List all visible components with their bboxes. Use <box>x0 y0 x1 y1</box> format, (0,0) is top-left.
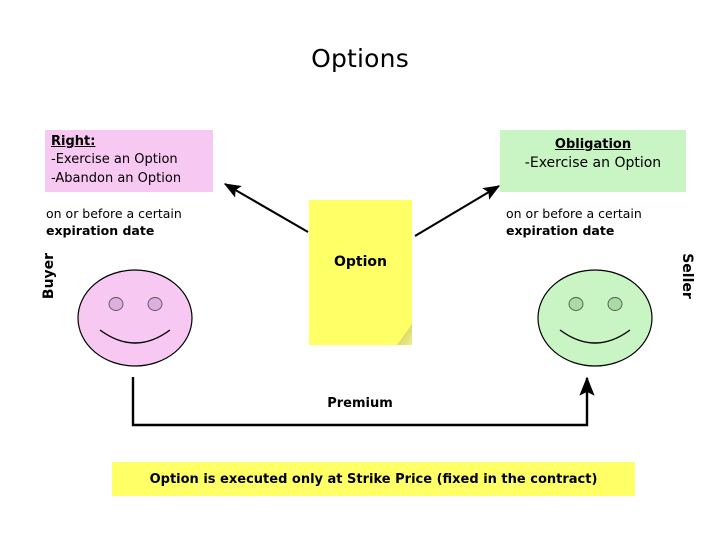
buyer-label: Buyer <box>41 252 57 300</box>
obligation-box-item-0: -Exercise an Option <box>524 155 662 171</box>
obligation-box: Obligation -Exercise an Option <box>500 130 686 192</box>
right-box-caption-line2: expiration date <box>46 223 155 238</box>
footer-note-bar: Option is executed only at Strike Price … <box>112 462 635 496</box>
option-document-label: Option <box>334 254 387 270</box>
footer-note-text: Option is executed only at Strike Price … <box>149 471 598 487</box>
obligation-box-header: Obligation <box>554 137 632 152</box>
obligation-box-caption: on or before a certain expiration date <box>506 205 696 239</box>
seller-label: Seller <box>679 253 695 299</box>
right-box-caption: on or before a certain expiration date <box>46 205 236 239</box>
smiley-face-icon-buyer <box>77 269 193 367</box>
option-document-page <box>309 200 412 345</box>
right-box-header: Right: <box>51 134 96 149</box>
right-box-item-0: -Exercise an Option <box>51 152 178 167</box>
right-box: Right: -Exercise an Option -Abandon an O… <box>45 130 213 192</box>
option-document-shape <box>309 200 412 345</box>
page-title: Options <box>311 44 409 73</box>
premium-label: Premium <box>327 396 393 411</box>
right-box-item-1: -Abandon an Option <box>51 171 182 186</box>
smiley-face-icon-seller <box>537 269 653 367</box>
obligation-box-caption-line2: expiration date <box>506 223 615 238</box>
obligation-box-caption-line1: on or before a certain <box>506 206 642 221</box>
right-box-caption-line1: on or before a certain <box>46 206 182 221</box>
arrow-up-left-icon <box>223 183 309 233</box>
arrow-up-right-icon <box>414 185 501 237</box>
